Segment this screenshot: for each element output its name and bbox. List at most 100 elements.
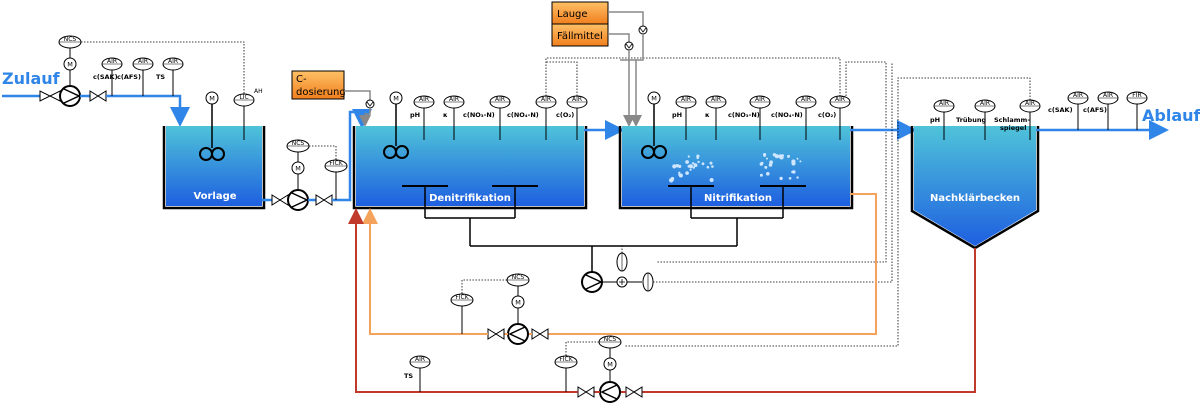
bubble <box>766 157 768 160</box>
sludge-pump[interactable] <box>599 381 621 403</box>
deni-label-ph: pH <box>410 111 420 119</box>
lic-ah-label: AH <box>254 88 263 95</box>
nitri-tank <box>618 126 854 210</box>
bubble <box>692 166 695 169</box>
bubble <box>763 154 766 158</box>
outflow-sensor-sak: AIR <box>1067 91 1089 130</box>
bubble <box>687 155 690 158</box>
deni-mixer: M <box>383 91 409 159</box>
bubble <box>689 168 692 171</box>
vorlage-label: Vorlage <box>193 191 236 202</box>
nitri-label-kappa: κ <box>705 111 710 119</box>
svg-text:AIR: AIR <box>835 96 845 103</box>
svg-text:AIR: AIR <box>107 58 117 65</box>
bubble <box>781 154 784 158</box>
svg-text:AIR: AIR <box>1103 92 1113 99</box>
nitri-water <box>622 126 850 206</box>
inflow-ncs-tag: NCS <box>58 35 82 49</box>
svg-text:M: M <box>67 61 73 69</box>
svg-text:AIR: AIR <box>801 96 811 103</box>
sludge-line-in <box>642 248 976 393</box>
svg-text:LIC: LIC <box>239 94 248 101</box>
bubble <box>779 176 783 181</box>
svg-text:M: M <box>209 95 215 103</box>
sludge-valve-left[interactable] <box>577 386 595 398</box>
svg-text:M: M <box>607 361 613 369</box>
recirc-fick-tag: FICK <box>450 293 474 307</box>
outflow-label-afs: c(AFS) <box>1083 106 1107 114</box>
svg-text:AIR: AIR <box>495 96 505 103</box>
sludge-valve-right[interactable] <box>625 386 643 398</box>
svg-text:Lauge: Lauge <box>557 9 588 20</box>
nitri-label-ph: pH <box>672 111 682 119</box>
bubble <box>787 154 790 158</box>
recirc-valve-left[interactable] <box>487 328 505 340</box>
inflow-valve-2[interactable] <box>89 90 107 102</box>
bubble <box>709 161 713 165</box>
recirc-line-in <box>548 193 877 335</box>
svg-text:AIR: AIR <box>980 100 990 107</box>
bubble <box>685 171 689 175</box>
deni-label: Denitrifikation <box>429 193 511 204</box>
sludge-line-out <box>348 208 578 393</box>
transfer-valve-1[interactable] <box>271 194 289 206</box>
svg-text:AIR: AIR <box>138 58 148 65</box>
nkb-label-truebung: Trübung <box>956 116 986 124</box>
faellmittel-pump <box>624 41 634 51</box>
blower[interactable] <box>581 271 603 293</box>
svg-text:NCS: NCS <box>604 336 617 343</box>
recirc-valve-right[interactable] <box>531 328 549 340</box>
svg-text:FICK: FICK <box>329 160 343 167</box>
sludge-ncs-tag: NCS <box>598 335 622 349</box>
svg-text:dosierung: dosierung <box>296 87 346 98</box>
deni-sensor-ph: AIR <box>413 95 435 140</box>
svg-text:M: M <box>651 95 657 103</box>
nitri-label: Nitrifikation <box>704 193 772 204</box>
nitri-sensor-o2: AIR <box>829 95 851 140</box>
bubble <box>693 163 698 168</box>
nkb-label-ph: pH <box>930 116 940 124</box>
c-dosierung-box: C- dosierung <box>291 70 346 100</box>
svg-text:M: M <box>393 95 399 103</box>
recirc-pump[interactable] <box>507 323 529 345</box>
inflow-sensor-sak: AIR <box>101 57 123 96</box>
bubble <box>687 165 691 168</box>
bubble <box>791 161 796 166</box>
nitri-sensor-no3: AIR <box>749 95 771 140</box>
nitri-label-no4: c(NO₄-N) <box>771 111 803 119</box>
deni-sensor-kappa: AIR <box>443 95 465 140</box>
inflow-pump-motor: M <box>63 57 77 71</box>
svg-text:AIR: AIR <box>415 356 425 363</box>
svg-text:AIR: AIR <box>755 96 765 103</box>
outflow-label-sak: c(SAK) <box>1048 106 1073 114</box>
bubble <box>796 157 799 160</box>
svg-text:M: M <box>295 165 301 173</box>
lauge-pump <box>638 25 648 35</box>
inflow-pump[interactable] <box>59 85 81 107</box>
bubble <box>691 162 695 165</box>
deni-label-no3: c(NO₃-N) <box>463 111 495 119</box>
blower-tag-right <box>642 272 654 292</box>
transfer-valve-2[interactable] <box>315 194 333 206</box>
inflow-sensor-ts: AIR <box>162 57 184 96</box>
deni-label-no4: c(NO₄-N) <box>507 111 539 119</box>
bubble <box>671 178 674 182</box>
nkb-sensor-schlamm: AIR <box>1019 99 1041 140</box>
transfer-pump[interactable] <box>287 189 309 211</box>
inflow-label: Zulauf <box>2 69 61 88</box>
faellmittel-box: Fällmittel <box>551 23 609 47</box>
inflow-valve-1[interactable] <box>39 90 61 102</box>
recirc-ncs-tag: NCS <box>506 273 530 287</box>
deni-sensor-no3: AIR <box>489 95 511 140</box>
svg-text:FICK: FICK <box>559 356 573 363</box>
nkb-water <box>914 126 1036 246</box>
bubble <box>709 178 714 182</box>
bubble <box>788 177 792 180</box>
vorlage-tank <box>162 126 266 210</box>
bubble <box>759 162 763 166</box>
sludge-fick-tag: FICK <box>554 355 578 369</box>
bubble <box>678 171 681 174</box>
bubble <box>766 172 770 176</box>
transfer-ncs-tag: NCS <box>286 139 310 153</box>
